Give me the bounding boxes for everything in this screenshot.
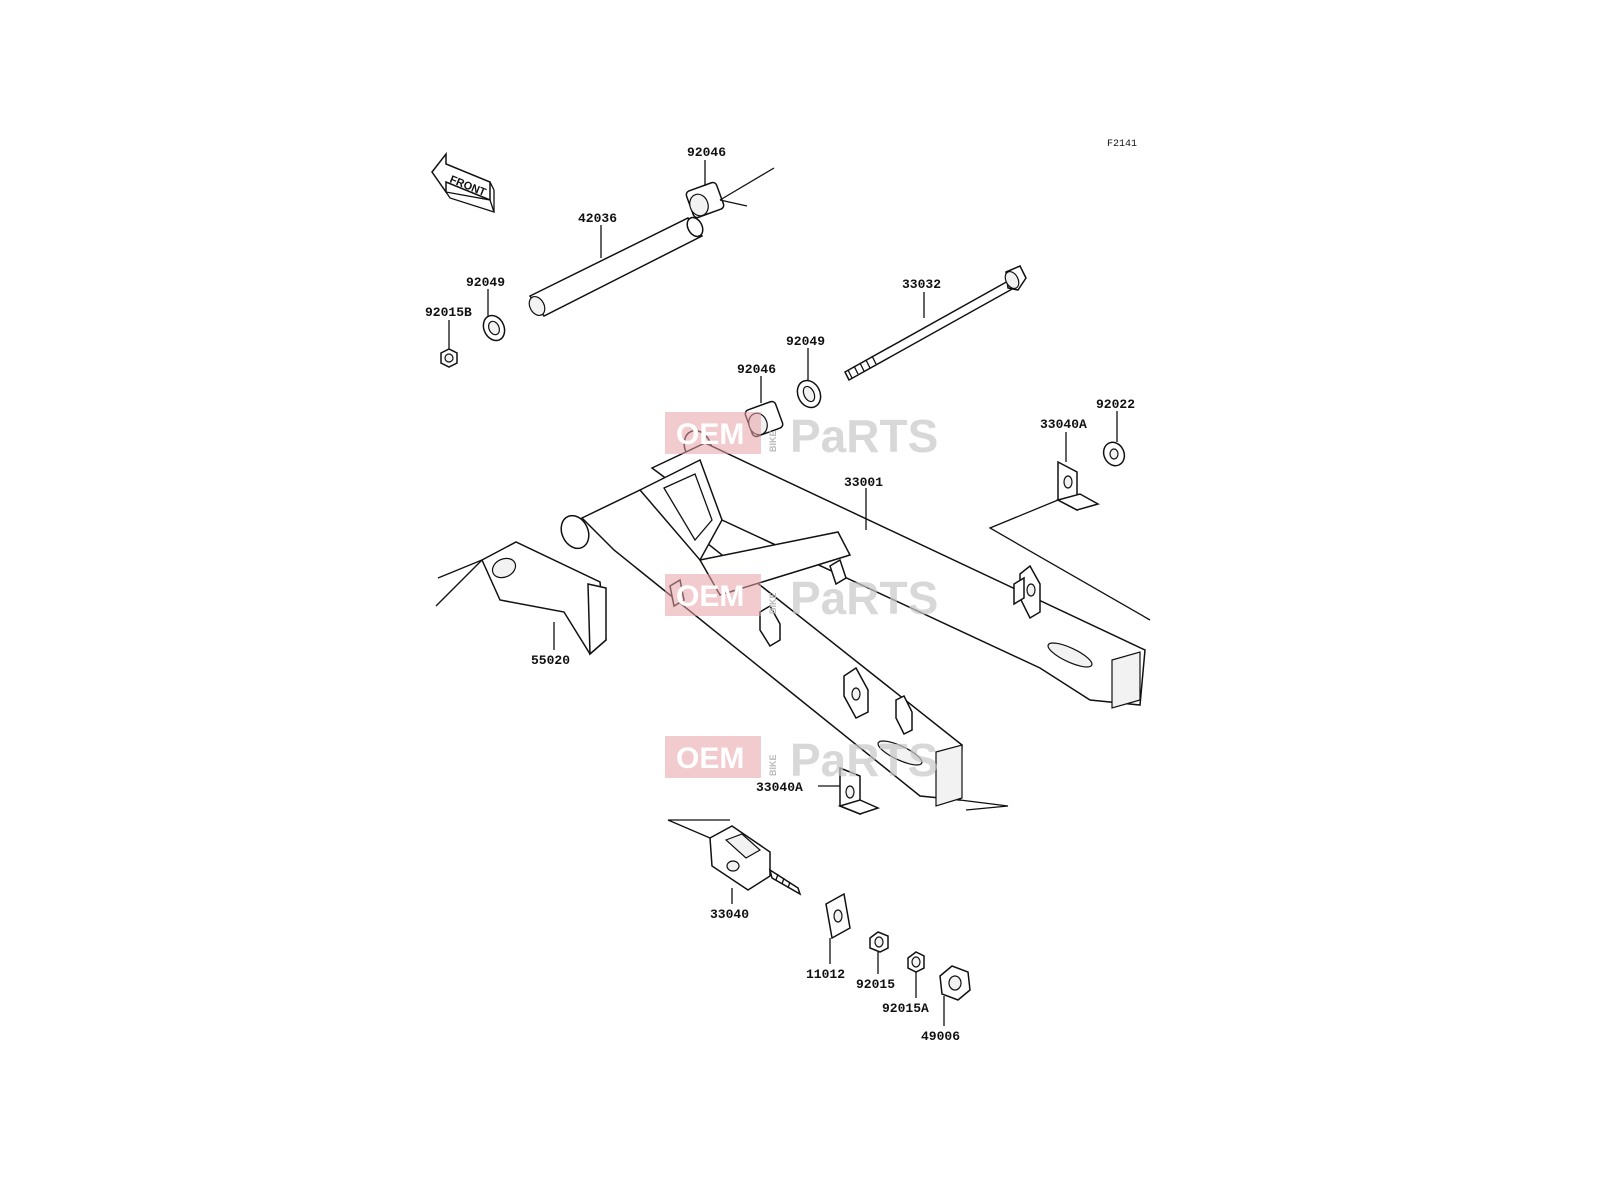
svg-text:PaRTS: PaRTS [790, 410, 938, 462]
watermark-1: OEM BIKE PaRTS [665, 410, 938, 462]
part-55020-chain-guard [435, 541, 607, 656]
svg-text:PaRTS: PaRTS [790, 734, 938, 786]
svg-text:BIKE: BIKE [768, 754, 778, 776]
svg-text:OEM: OEM [676, 742, 744, 775]
part-49006-axle-nut [939, 965, 971, 1026]
part-92015-nut [869, 931, 889, 974]
label-33040A-right: 33040A [1040, 417, 1087, 432]
part-33040-chain-adjuster [667, 819, 802, 904]
label-11012: 11012 [806, 967, 845, 982]
front-arrow-icon: FRONT [431, 151, 496, 214]
svg-text:OEM: OEM [676, 418, 744, 451]
label-92049-left: 92049 [466, 275, 505, 290]
label-33001: 33001 [844, 475, 883, 490]
part-33040A-right-plate [988, 432, 1151, 621]
label-42036: 42036 [578, 211, 617, 226]
part-92022-washer [1102, 411, 1126, 467]
part-33001-swingarm [560, 429, 1146, 807]
watermark-3: OEM BIKE PaRTS [665, 734, 938, 786]
label-92015A: 92015A [882, 1001, 929, 1016]
svg-text:BIKE: BIKE [768, 592, 778, 614]
part-92049-mid-seal [796, 348, 822, 409]
label-92049-mid: 92049 [786, 334, 825, 349]
part-33040A-lower-plate [818, 766, 1009, 816]
part-92015B-nut [440, 320, 458, 368]
label-33040A-lower: 33040A [756, 780, 803, 795]
svg-text:OEM: OEM [676, 580, 744, 613]
label-33040: 33040 [710, 907, 749, 922]
part-33032-pivot-bolt [844, 265, 1027, 382]
label-33032: 33032 [902, 277, 941, 292]
svg-text:BIKE: BIKE [768, 430, 778, 452]
label-49006: 49006 [921, 1029, 960, 1044]
watermark-2: OEM BIKE PaRTS [665, 572, 938, 624]
part-92046-top-bearing [685, 160, 775, 219]
part-92015A-nut [907, 951, 925, 998]
figure-code: F2141 [1107, 139, 1137, 150]
label-92046-mid: 92046 [737, 362, 776, 377]
label-92046-top: 92046 [687, 145, 726, 160]
part-92049-left-seal [482, 289, 506, 342]
part-42036-pivot-tube [528, 216, 704, 317]
label-92022: 92022 [1096, 397, 1135, 412]
part-11012-plate [825, 892, 851, 964]
label-55020: 55020 [531, 653, 570, 668]
label-92015: 92015 [856, 977, 895, 992]
label-92015B: 92015B [425, 305, 472, 320]
svg-text:PaRTS: PaRTS [790, 572, 938, 624]
